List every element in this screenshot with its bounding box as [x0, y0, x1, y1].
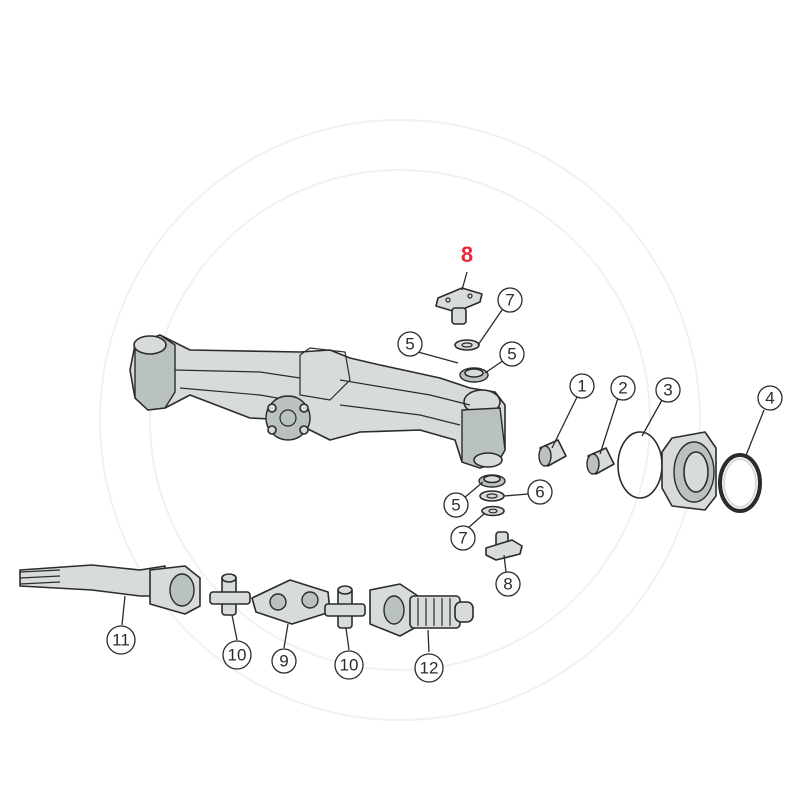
callout-2: 2 [610, 375, 636, 401]
callout-label: 11 [112, 631, 130, 650]
washer-6-bottom [479, 490, 505, 502]
callout-6-bottom: 6 [527, 479, 553, 505]
washer-7-bottom [481, 505, 505, 517]
callout-8-bottom: 8 [495, 571, 521, 597]
drive-shaft-11 [19, 564, 201, 615]
bushing-2 [586, 447, 615, 475]
bearing-5-bottom [478, 474, 506, 488]
bushing-1 [538, 439, 567, 467]
hub-housing [661, 431, 717, 511]
pivot-pin-top [435, 287, 483, 325]
yoke-shaft-12 [369, 583, 474, 637]
callout-7-top: 7 [497, 287, 523, 313]
callout-label: 10 [228, 646, 247, 665]
callout-label: 7 [458, 529, 467, 548]
callout-12: 12 [414, 653, 444, 683]
callout-label: 2 [618, 379, 627, 398]
callout-7-bottom: 7 [450, 525, 476, 551]
callout-label: 6 [535, 483, 544, 502]
callout-5-top: 5 [499, 341, 525, 367]
callout-label: 3 [663, 381, 672, 400]
callout-label: 5 [451, 496, 460, 515]
callout-label: 4 [765, 389, 774, 408]
washer-6-top [454, 339, 480, 351]
callout-10-left: 10 [222, 640, 252, 670]
highlighted-part-number: 8 [461, 242, 473, 267]
callout-label: 1 [577, 377, 586, 396]
callout-label: 5 [405, 335, 414, 354]
leader-lines [121, 271, 765, 653]
watermark [99, 119, 701, 721]
callout-label: 5 [507, 345, 516, 364]
callout-label: 12 [420, 659, 439, 678]
pivot-pin-bottom [485, 531, 523, 561]
callout-9: 9 [271, 648, 297, 674]
axle-housing [129, 334, 506, 469]
bearing-5-top [459, 367, 489, 383]
callout-part-8-highlighted: 8 [461, 242, 473, 267]
callout-11: 11 [106, 625, 136, 655]
callout-1: 1 [569, 373, 595, 399]
callout-label: 10 [340, 656, 359, 675]
callout-10-right: 10 [334, 650, 364, 680]
double-yoke-9 [251, 579, 331, 625]
universal-joint-cross-10-left [209, 573, 251, 616]
callout-label: 7 [505, 291, 514, 310]
callout-3: 3 [655, 377, 681, 403]
universal-joint-cross-10-right [324, 585, 366, 629]
callout-label: 8 [503, 575, 512, 594]
callout-6-top: 5 [397, 331, 423, 357]
callout-4: 4 [757, 385, 783, 411]
ring-4 [718, 453, 762, 513]
callout-5-bottom: 5 [443, 492, 469, 518]
callout-label: 9 [279, 652, 288, 671]
